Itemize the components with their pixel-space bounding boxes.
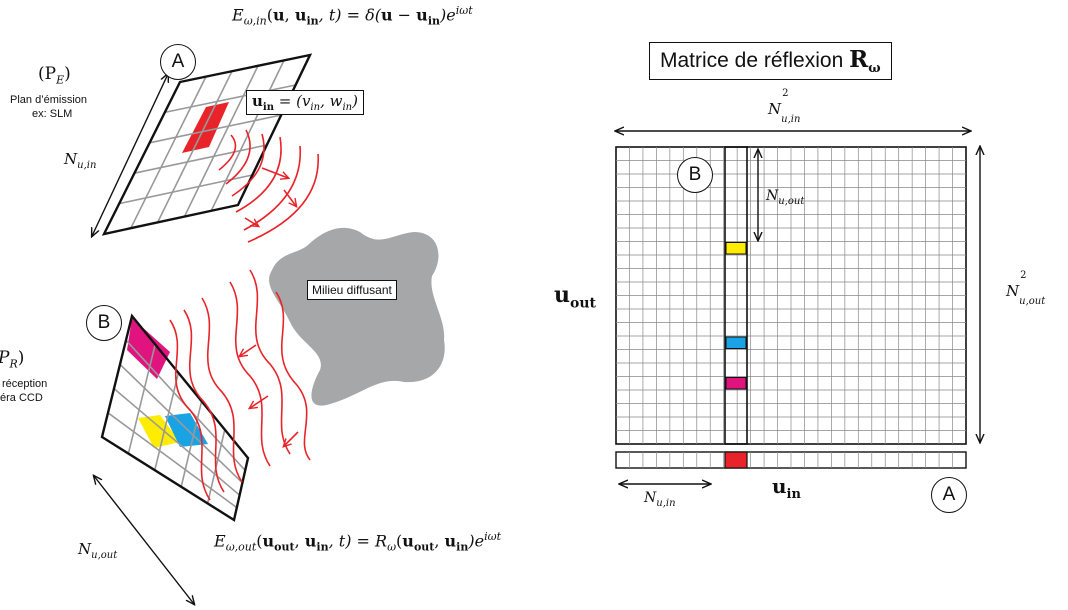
n-u-in-arrow-left (92, 74, 168, 236)
n-u-out-arrow-left (94, 476, 194, 604)
emission-grid-line (164, 84, 296, 114)
reception-grid-line (180, 401, 203, 487)
reception-plane (100, 313, 250, 522)
matrix-cell-yellow (725, 242, 747, 255)
uin-definition-box: uin = (vin, win) (246, 90, 364, 115)
emission-grid-line (149, 114, 282, 144)
label-b-left: B (86, 305, 122, 341)
matrix-title: Matrice de réflexion Rω (649, 42, 892, 81)
plane-e-line2: ex: SLM (32, 108, 73, 120)
reception-grid-line (119, 363, 243, 484)
emission-grid-line (183, 65, 259, 217)
medium-label: Milieu diffusant (307, 280, 397, 300)
reception-waves (169, 269, 311, 501)
reception-grid-line (107, 412, 238, 509)
label-a-right: A (931, 477, 967, 513)
emission-grid-line (156, 70, 233, 223)
uout-axis-label: uout (554, 282, 596, 312)
scattering-medium-blob (269, 227, 445, 406)
uin-vector-red-cell (724, 451, 748, 469)
plane-r-symbol: PR) (0, 348, 25, 371)
plane-e-line1: Plan d’émission (10, 94, 88, 106)
plane-r-line1: réception (2, 378, 48, 390)
matrix-cell-magenta (725, 377, 747, 390)
label-b-right: B (677, 157, 713, 193)
n-u-in-left-label: Nu,in (64, 150, 97, 171)
n-bottom-label: Nu,in (644, 490, 676, 509)
reflection-matrix (615, 146, 967, 469)
uin-axis-label: uin (772, 474, 801, 502)
plane-r-line2: éra CCD (0, 392, 43, 404)
label-a-left: A (160, 44, 196, 80)
reception-magenta-pixel (127, 318, 170, 379)
n-inner-label: Nu,out (766, 188, 805, 207)
n-u-out-left-label: Nu,out (78, 540, 118, 561)
matrix-cell-cyan (725, 336, 747, 349)
reception-grid-line (113, 387, 241, 496)
reception-grid-line (127, 344, 156, 454)
emission-red-pixel (182, 102, 229, 153)
emission-waves (218, 129, 319, 243)
reception-grid-line (154, 372, 180, 471)
matrix-highlight-column (724, 146, 748, 445)
reception-equation: Eω,out(uout, uin, t) = Rω(uout, uin)eiωt (214, 530, 501, 554)
plane-e-symbol: (PE) (38, 64, 71, 87)
emission-equation: Eω,in(u, uin, t) = δ(u − uin)eiωt (232, 4, 473, 28)
reception-yellow-pixel (138, 415, 180, 448)
